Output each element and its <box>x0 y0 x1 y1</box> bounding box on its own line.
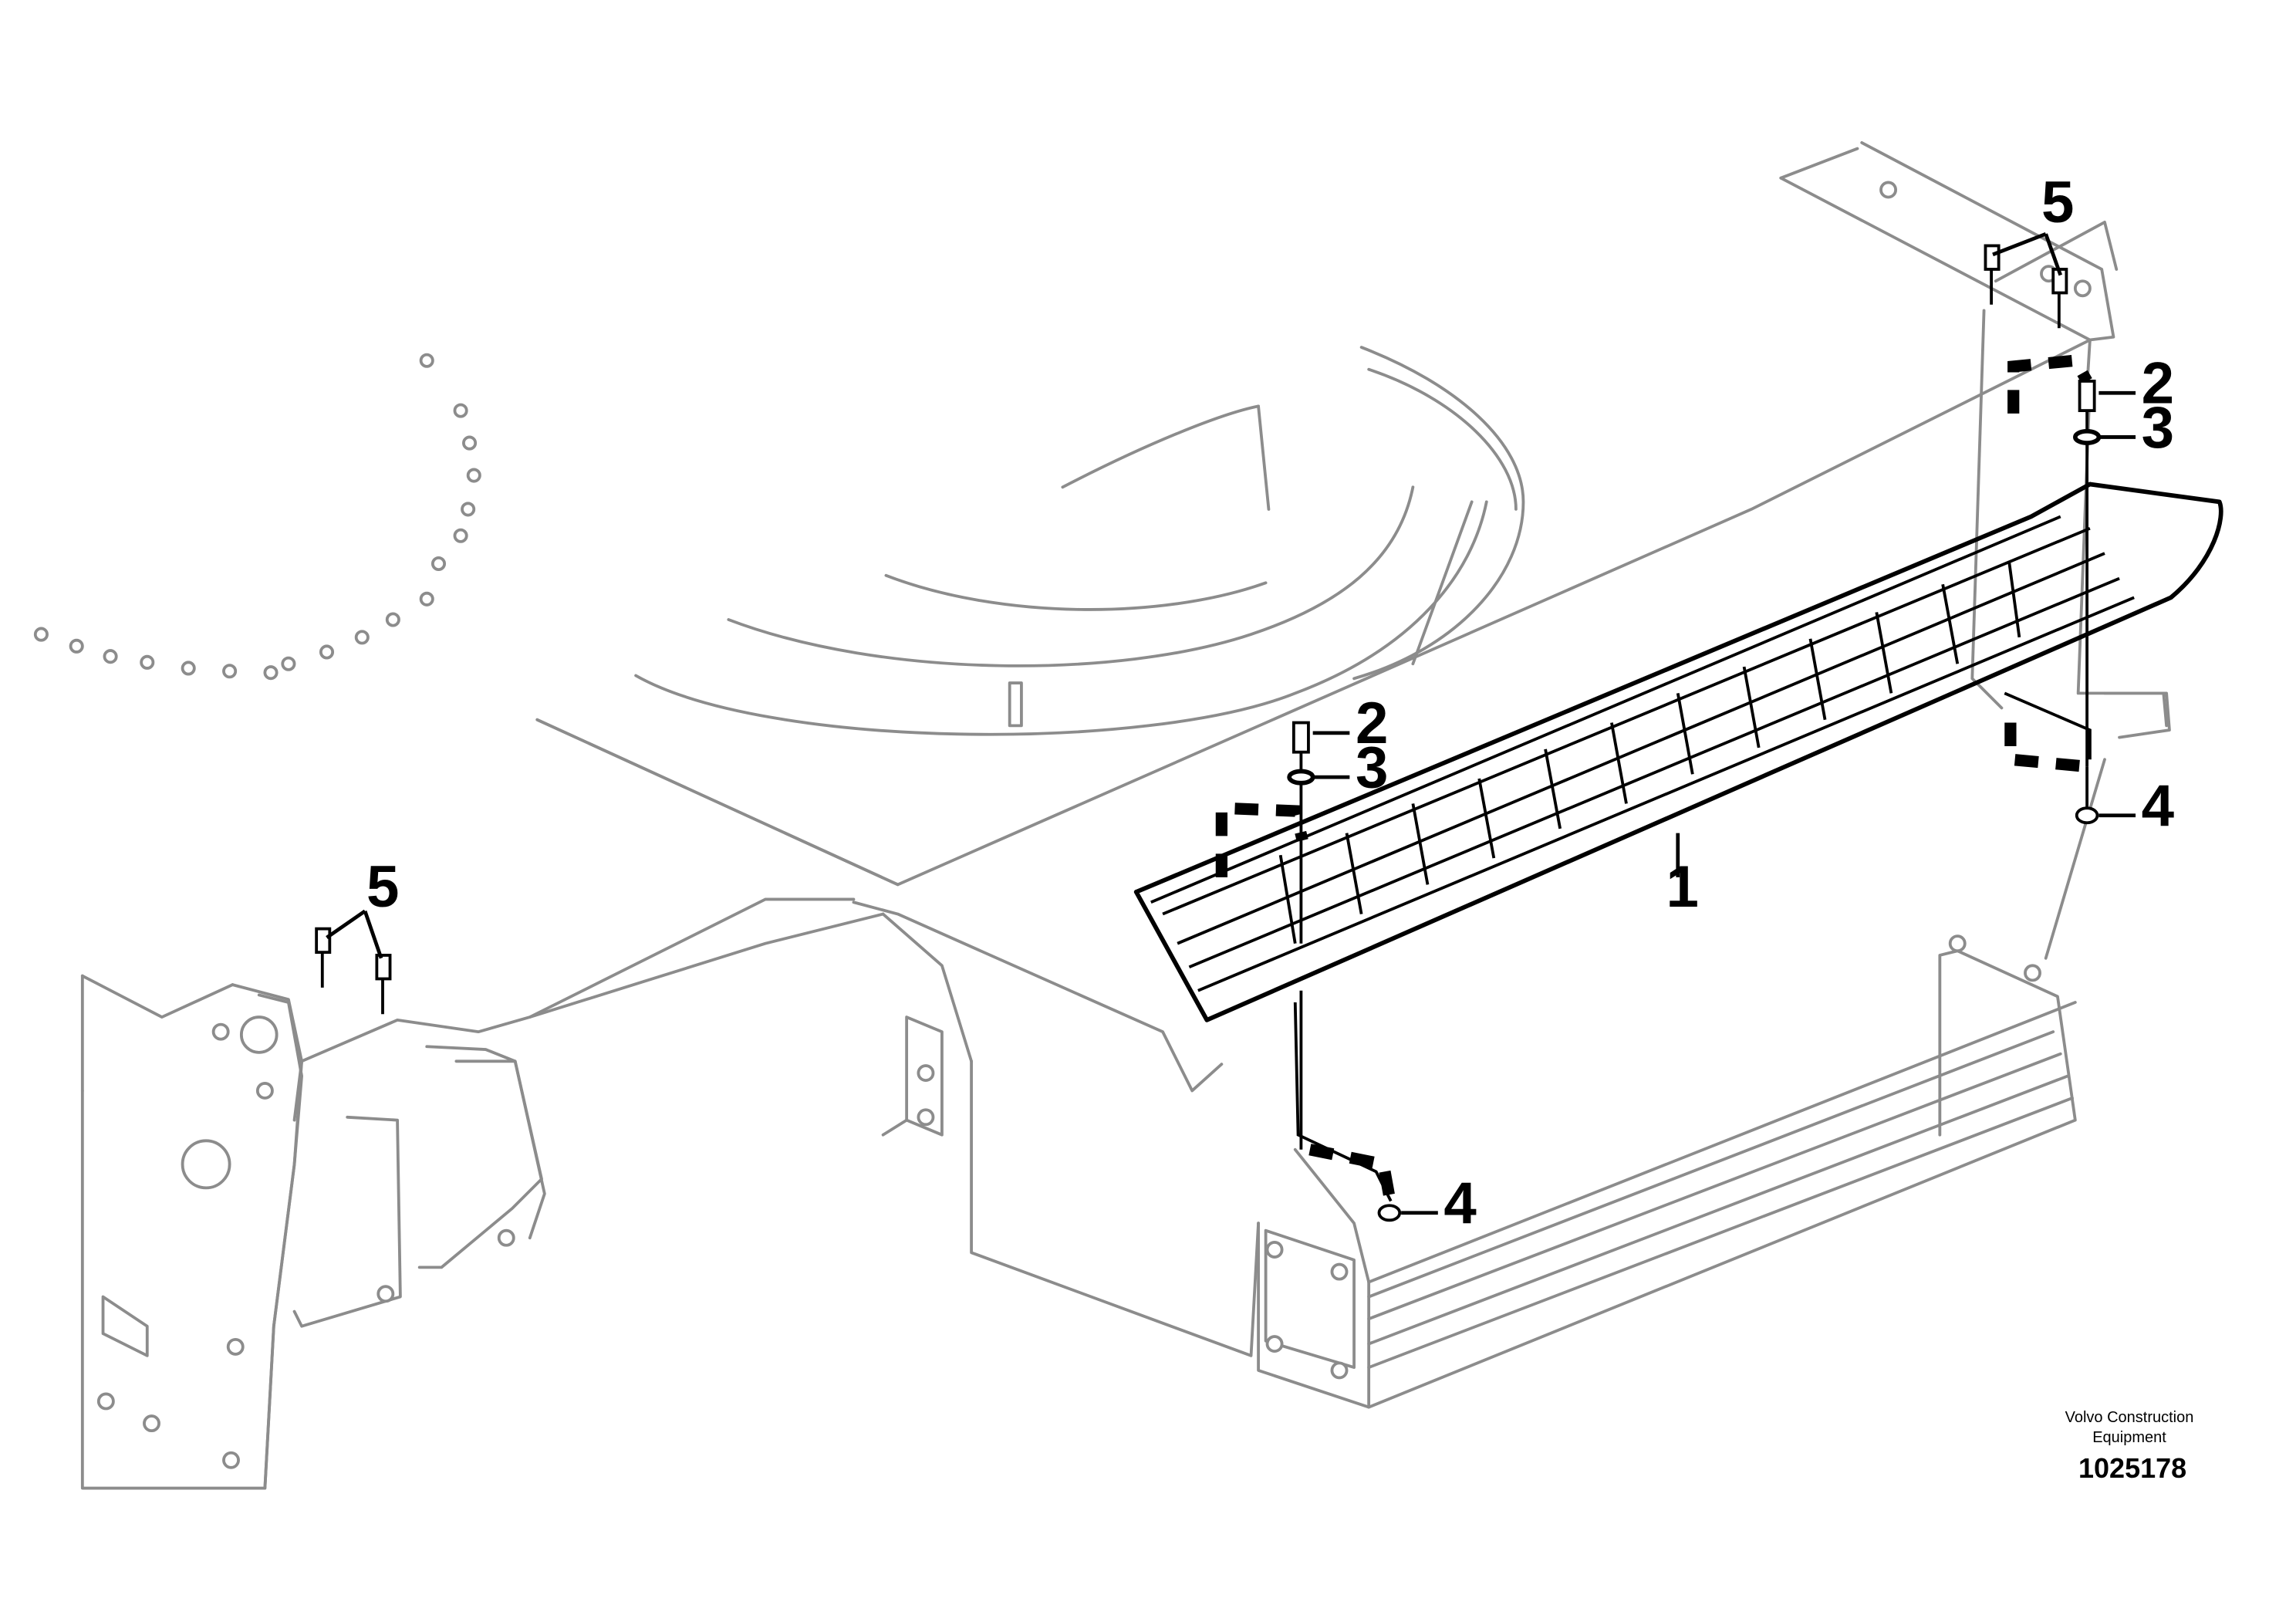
brand-line-2: Equipment <box>2092 1429 2166 1446</box>
step-grating <box>1278 560 2021 944</box>
callout-3-left: 3 <box>1356 735 1388 800</box>
callout-5-left: 5 <box>366 854 399 920</box>
washer-3-right <box>2072 428 2102 445</box>
brand-name: Volvo Construction Equipment <box>2037 1407 2222 1448</box>
callout-4-right: 4 <box>2142 773 2175 839</box>
brand-line-1: Volvo Construction <box>2065 1409 2194 1426</box>
document-number: 1025178 <box>2078 1452 2187 1484</box>
callout-1: 1 <box>1666 854 1699 920</box>
fasteners <box>315 244 2102 1222</box>
step-assembly <box>1133 482 2223 1202</box>
leader-lines <box>326 231 2136 1215</box>
callout-labels: 1 2 3 2 3 4 4 5 5 <box>366 170 2175 1236</box>
callout-2-right: 2 <box>2142 351 2174 417</box>
turntable-bolt-holes <box>33 353 481 681</box>
plug-5-left-a <box>315 927 332 955</box>
nut-4-left <box>1377 1204 1402 1222</box>
lower-step <box>1257 758 2106 1409</box>
screw-2-left <box>1292 721 1310 754</box>
nut-4-right <box>2075 806 2099 825</box>
hidden-lines <box>1215 354 2092 1198</box>
plug-5-left-b <box>375 954 392 981</box>
washer-3-left <box>1287 769 1315 786</box>
screw-2-right <box>2078 380 2096 413</box>
callout-4-left: 4 <box>1443 1171 1477 1236</box>
callout-3-right: 3 <box>2142 395 2174 461</box>
plug-5-right-a <box>1984 244 2001 271</box>
callout-5-right: 5 <box>2041 170 2074 235</box>
callout-2-left: 2 <box>1356 691 1388 756</box>
frame-structure <box>33 140 2171 1490</box>
